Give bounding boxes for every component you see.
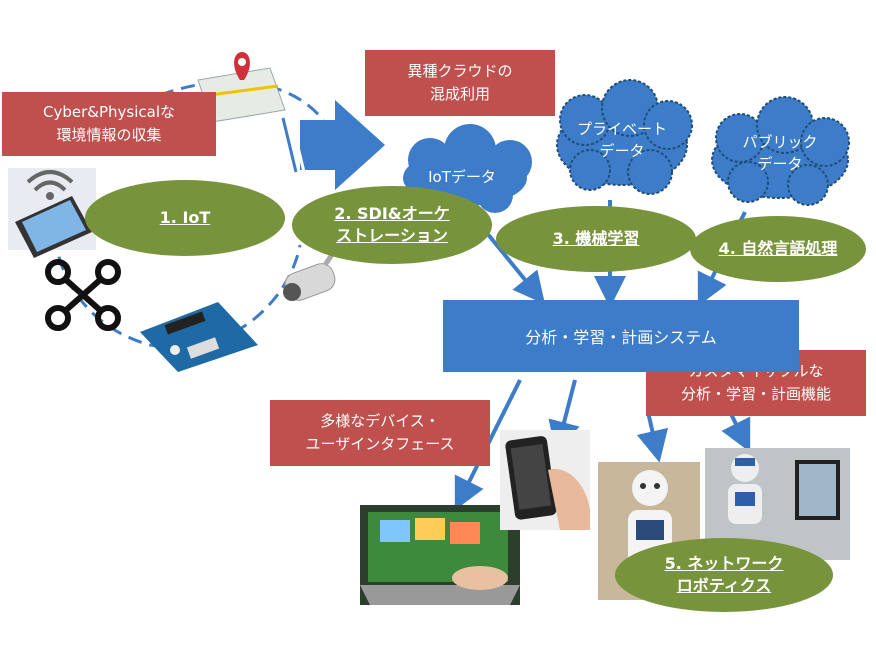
big-right-arrow	[281, 100, 385, 190]
label-hybrid-cloud: 異種クラウドの 混成利用	[365, 50, 555, 116]
arrow-to-phone	[548, 379, 580, 454]
tablet-wifi-icon	[8, 168, 96, 258]
arrow-to-nao	[721, 411, 751, 453]
drone-icon	[45, 259, 121, 331]
oval-nlp: 4. 自然言語処理	[690, 216, 866, 282]
oval-robotics: 5. ネットワーク ロボティクス	[615, 538, 833, 612]
arrow-to-pepper	[636, 411, 669, 463]
cloud-public-label: パブリック データ	[742, 133, 818, 173]
cloud-public	[711, 96, 850, 206]
analysis-system-bar: 分析・学習・計画システム	[443, 300, 799, 372]
cloud-iot-label: IoTデータ	[428, 168, 496, 186]
label-cyber-physical: Cyber&Physicalな 環境情報の収集	[2, 92, 216, 156]
cloud-private	[556, 79, 693, 195]
oval-ml: 3. 機械学習	[496, 206, 696, 272]
map-pin-icon	[197, 52, 286, 123]
smartphone-photo	[500, 430, 590, 530]
arrow-to-laptop	[454, 379, 522, 511]
cloud-private-label: プライベート データ	[576, 120, 667, 160]
oval-sdi: 2. SDI&オーケ ストレーション	[292, 186, 492, 264]
camera-icon	[283, 248, 338, 301]
label-devices-ui: 多様なデバイス・ ユーザインタフェース	[270, 400, 490, 466]
laptop-photo	[360, 505, 520, 605]
oval-iot: 1. IoT	[85, 180, 285, 256]
arduino-board-icon	[140, 302, 258, 372]
